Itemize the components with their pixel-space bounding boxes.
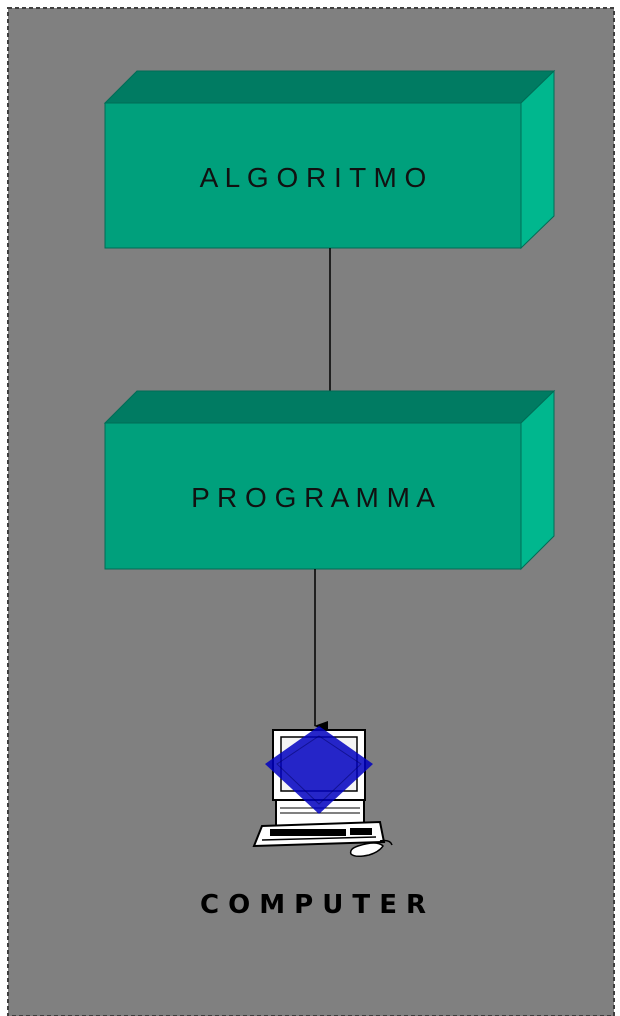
computer-icon	[252, 726, 393, 858]
program-box-top	[103, 390, 556, 424]
diamond-facet	[276, 735, 362, 805]
algorithm-box: A L G O R I T M O	[103, 69, 556, 250]
mouse	[349, 842, 384, 858]
algorithm-box-top	[103, 70, 556, 104]
mouse-cable	[379, 839, 393, 846]
keyboard-front-edge	[261, 836, 377, 841]
program-box-front	[104, 422, 522, 570]
program-label: P R O G R A M M A	[191, 482, 435, 513]
algorithm-label: A L G O R I T M O	[200, 162, 427, 193]
diamond-overlay	[265, 726, 373, 814]
program-box: P R O G R A M M A	[103, 389, 556, 571]
keyboard-keys-row-1	[270, 829, 346, 836]
algorithm-box-front	[104, 102, 522, 249]
algorithm-box-side	[520, 69, 555, 250]
keyboard-keys-row-2	[350, 828, 372, 835]
computer-label: C O M P U T E R	[200, 890, 426, 920]
